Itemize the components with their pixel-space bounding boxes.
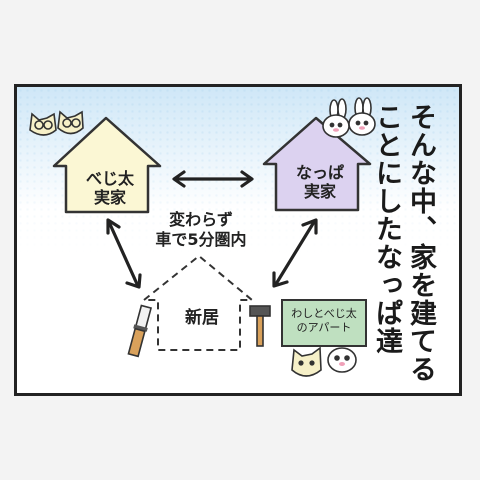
cats-with-glasses-icon — [29, 110, 84, 136]
nappa-house-label: なっぱ 実家 — [283, 163, 357, 201]
new-house-label: 新居 — [185, 308, 219, 328]
panel-drawing — [29, 97, 376, 377]
beji-house-icon — [52, 116, 162, 214]
nappa-house-line2: 実家 — [303, 182, 336, 201]
distance-note: 変わらず 車で5分圏内 — [135, 210, 267, 250]
chisel-icon — [127, 304, 153, 358]
new-house-icon — [143, 255, 253, 351]
hammer-icon — [249, 305, 271, 347]
rabbit-face-icon — [327, 347, 357, 373]
cat-face-icon — [291, 346, 322, 377]
narration-text: そんな中、家を建てる ことにしたなっぱ達 — [371, 103, 436, 383]
beji-house-label: べじ太 実家 — [73, 169, 147, 207]
nappa-house-line1: なっぱ — [295, 163, 344, 182]
sign-line2: のアパート — [296, 321, 352, 334]
double-arrow-icon — [172, 170, 254, 188]
double-arrow-icon — [272, 218, 318, 288]
beji-house-line1: べじ太 — [85, 169, 134, 188]
double-arrow-icon — [106, 218, 142, 289]
distance-line2: 車で5分圏内 — [155, 230, 247, 249]
comic-panel: べじ太 実家 なっぱ 実家 新居 変わらず 車で5分圏内 わしとべじ太 のアパー… — [14, 84, 462, 396]
distance-line1: 変わらず — [169, 210, 233, 229]
rabbits-icon — [322, 97, 376, 138]
sign-line1: わしとべじ太 — [291, 307, 357, 320]
beji-house-line2: 実家 — [93, 188, 126, 207]
apartment-sign: わしとべじ太 のアパート — [281, 299, 367, 347]
